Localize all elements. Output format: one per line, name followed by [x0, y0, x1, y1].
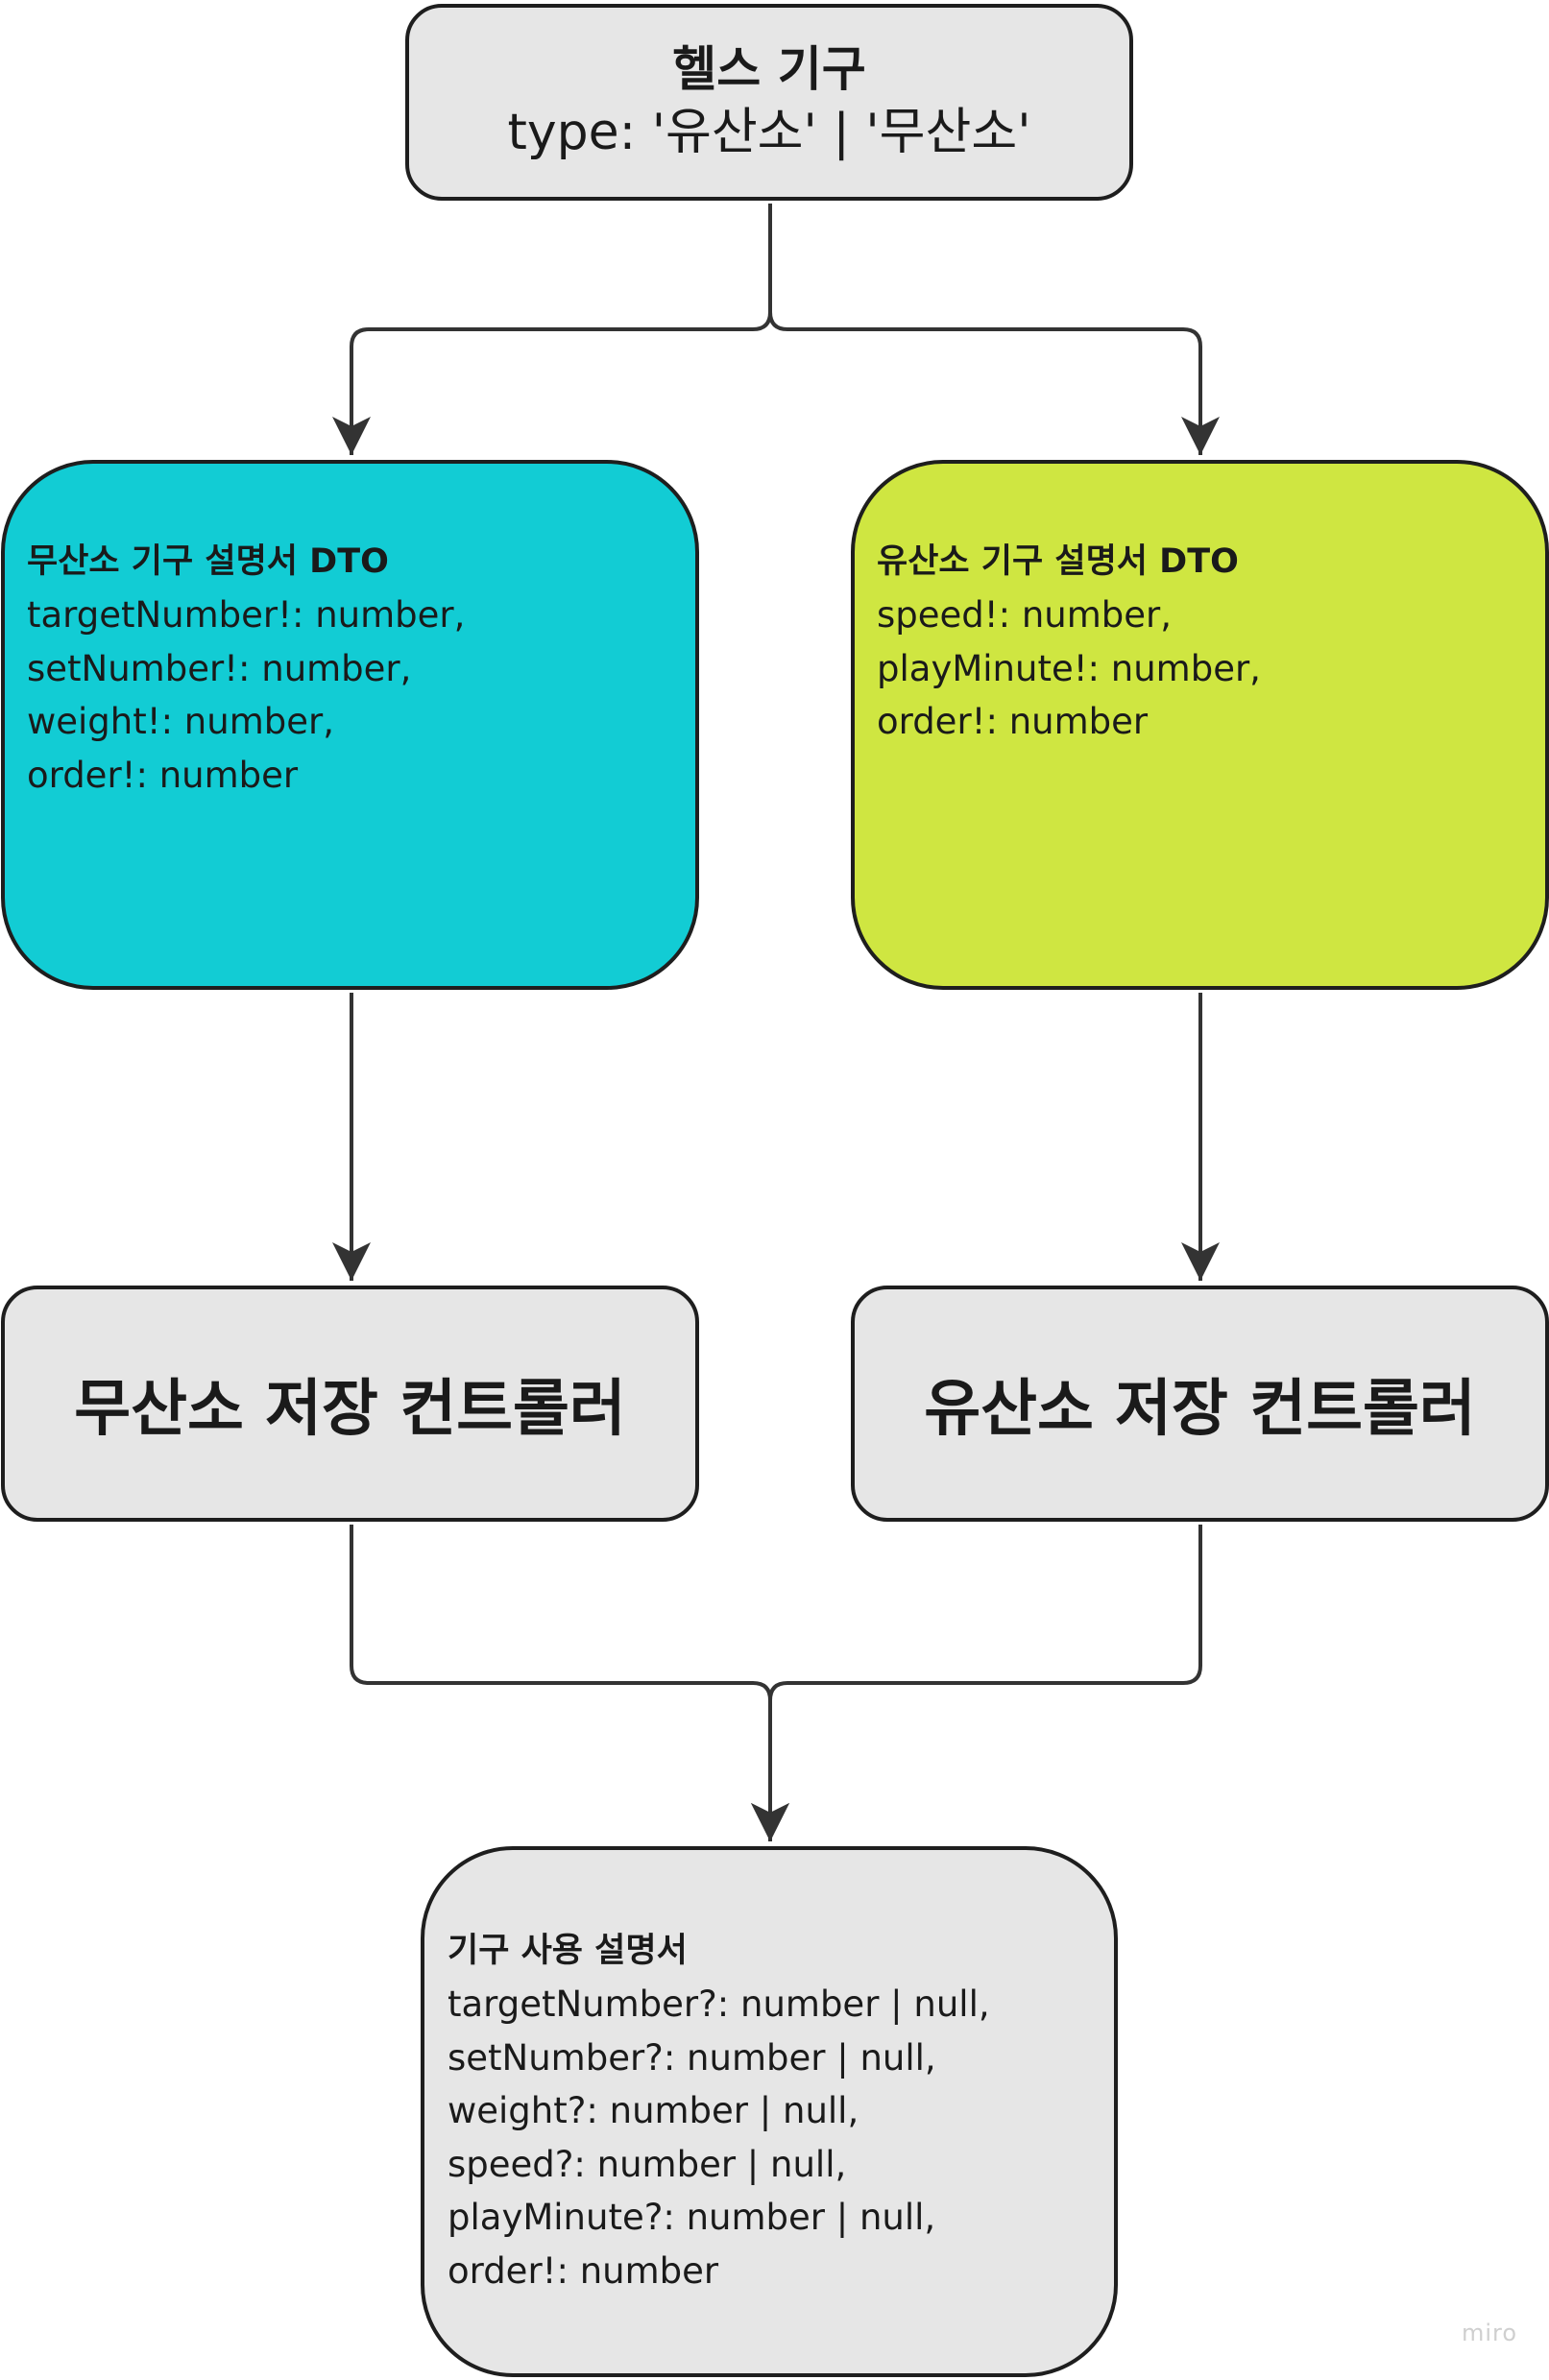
usage-guide-field: speed?: number | null,: [448, 2143, 847, 2185]
usage-guide-field: weight?: number | null,: [448, 2090, 859, 2131]
usage-guide-title: 기구 사용 설명서: [448, 1932, 688, 1970]
anaerobic-dto-node[interactable]: 무산소 기구 설명서 DTO targetNumber!: number, se…: [1, 460, 699, 990]
connector-root-to-anaerobic-dto: [332, 204, 772, 455]
usage-guide-field: playMinute?: number | null,: [448, 2197, 936, 2238]
root-title: 헬스 기구: [672, 40, 866, 97]
anaerobic-dto-field: order!: number: [27, 754, 299, 796]
anaerobic-dto-title: 무산소 기구 설명서 DTO: [27, 542, 389, 581]
anaerobic-dto-field: setNumber!: number,: [27, 647, 412, 689]
connector-anaerobic-controller-to-guide: [350, 1525, 789, 1841]
usage-guide-field: setNumber?: number | null,: [448, 2036, 936, 2079]
anaerobic-controller-node[interactable]: 무산소 저장 컨트롤러: [1, 1286, 699, 1522]
miro-watermark: miro: [1462, 2320, 1518, 2346]
connector-aerobic-controller-to-guide: [751, 1525, 1202, 1841]
anaerobic-dto-field: weight!: number,: [27, 701, 334, 742]
aerobic-dto-field: playMinute!: number,: [877, 647, 1261, 689]
usage-guide-field: targetNumber?: number | null,: [448, 1983, 990, 2025]
aerobic-dto-title: 유산소 기구 설명서 DTO: [877, 542, 1239, 581]
aerobic-controller-node[interactable]: 유산소 저장 컨트롤러: [851, 1286, 1549, 1522]
connector-root-to-aerobic-dto: [768, 204, 1220, 455]
usage-guide-field: order!: number: [448, 2249, 719, 2292]
aerobic-dto-node[interactable]: 유산소 기구 설명서 DTO speed!: number, playMinut…: [851, 460, 1549, 990]
aerobic-dto-field: speed!: number,: [877, 594, 1173, 636]
usage-guide-node[interactable]: 기구 사용 설명서 targetNumber?: number | null, …: [421, 1846, 1118, 2377]
anaerobic-controller-label: 무산소 저장 컨트롤러: [74, 1374, 626, 1445]
aerobic-controller-label: 유산소 저장 컨트롤러: [924, 1374, 1476, 1445]
aerobic-dto-field: order!: number: [877, 701, 1149, 742]
root-node-health-equipment[interactable]: 헬스 기구 type: '유산소' | '무산소': [405, 4, 1133, 201]
root-type: type: '유산소' | '무산소': [507, 103, 1031, 161]
anaerobic-dto-field: targetNumber!: number,: [27, 594, 466, 636]
